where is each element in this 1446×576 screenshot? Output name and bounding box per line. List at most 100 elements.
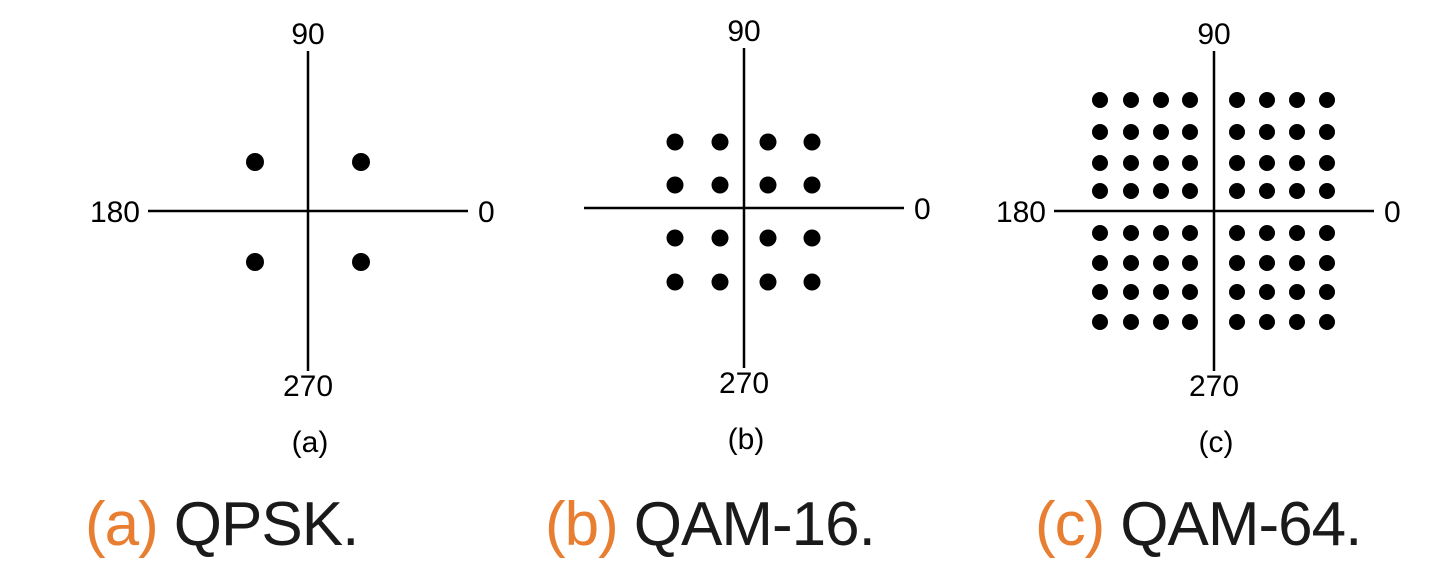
constellation-dot xyxy=(1092,92,1108,108)
axis-label-0: 0 xyxy=(914,193,931,226)
constellation-dot xyxy=(711,229,729,247)
caption-qam64: (c)QAM-64. xyxy=(1035,494,1362,556)
constellation-dot xyxy=(1289,92,1305,108)
constellation-dot xyxy=(1229,225,1245,241)
constellation-dot xyxy=(1182,314,1198,330)
constellation-dot xyxy=(1229,314,1245,330)
constellation-dot xyxy=(1289,183,1305,199)
axis-label-0: 0 xyxy=(478,196,495,229)
constellation-dot xyxy=(666,176,684,194)
constellation-dot xyxy=(1182,183,1198,199)
axis-label-180: 180 xyxy=(996,196,1046,229)
constellation-dot xyxy=(1319,183,1335,199)
constellation-dot xyxy=(352,153,370,171)
constellation-dot xyxy=(1259,284,1275,300)
constellation-dot xyxy=(1229,183,1245,199)
constellation-dot xyxy=(1092,314,1108,330)
constellation-dot xyxy=(1229,284,1245,300)
axis-label-0: 0 xyxy=(1384,196,1401,229)
constellation-dot xyxy=(1259,183,1275,199)
constellation-dot xyxy=(1123,225,1139,241)
constellation-dot xyxy=(1319,284,1335,300)
axis-label-180: 180 xyxy=(90,196,140,229)
constellation-dot xyxy=(1092,124,1108,140)
constellation-dot xyxy=(1229,92,1245,108)
diagram-sublabel: (c) xyxy=(1199,426,1234,459)
constellation-dot xyxy=(759,133,777,151)
constellation-dot xyxy=(666,133,684,151)
constellation-dot xyxy=(1259,92,1275,108)
constellation-dot xyxy=(1123,92,1139,108)
constellation-dot xyxy=(1289,255,1305,271)
constellation-dot xyxy=(1289,225,1305,241)
constellation-dot xyxy=(711,176,729,194)
axis-label-270: 270 xyxy=(283,370,333,403)
constellation-dot xyxy=(1123,124,1139,140)
constellation-dot xyxy=(1259,314,1275,330)
constellation-dot xyxy=(1259,155,1275,171)
constellation-dot xyxy=(803,176,821,194)
constellation-dot xyxy=(1123,314,1139,330)
constellation-dot xyxy=(1153,255,1169,271)
constellation-dot xyxy=(666,229,684,247)
caption-label-a: (a) xyxy=(85,490,159,559)
constellation-dot xyxy=(1319,92,1335,108)
axis-label-270: 270 xyxy=(719,367,769,400)
constellation-dot xyxy=(759,273,777,291)
caption-qpsk: (a)QPSK. xyxy=(85,494,359,556)
constellation-dot xyxy=(246,153,264,171)
constellation-dot xyxy=(1153,124,1169,140)
diagram-sublabel: (a) xyxy=(292,426,329,459)
constellation-dot xyxy=(1092,255,1108,271)
axis-label-90: 90 xyxy=(291,18,324,51)
caption-title-qpsk: QPSK. xyxy=(173,490,360,559)
constellation-dot xyxy=(1229,255,1245,271)
constellation-dot xyxy=(803,273,821,291)
constellation-dot xyxy=(1289,155,1305,171)
constellation-dot xyxy=(759,229,777,247)
constellation-dot xyxy=(1123,183,1139,199)
constellation-dot xyxy=(1319,225,1335,241)
constellation-dot xyxy=(759,176,777,194)
constellation-dot xyxy=(1182,284,1198,300)
constellation-dot xyxy=(1123,284,1139,300)
caption-label-b: (b) xyxy=(545,490,619,559)
constellation-dot xyxy=(1229,155,1245,171)
constellation-dot xyxy=(1092,183,1108,199)
constellation-dot xyxy=(1092,155,1108,171)
diagram-sublabel: (b) xyxy=(728,423,765,456)
constellation-dot xyxy=(1319,314,1335,330)
constellation-dot xyxy=(1153,183,1169,199)
constellation-dot xyxy=(1259,225,1275,241)
constellation-dot xyxy=(246,253,264,271)
caption-title-qam16: QAM-16. xyxy=(633,490,876,559)
constellation-dot xyxy=(1092,225,1108,241)
constellation-dot xyxy=(1289,124,1305,140)
constellation-dot xyxy=(1182,155,1198,171)
constellation-dot xyxy=(666,273,684,291)
caption-label-c: (c) xyxy=(1035,490,1105,559)
caption-title-qam64: QAM-64. xyxy=(1120,490,1362,559)
constellation-dot xyxy=(352,253,370,271)
constellation-dot xyxy=(1182,92,1198,108)
constellation-dot xyxy=(1259,124,1275,140)
constellation-dot xyxy=(1182,255,1198,271)
constellation-dot xyxy=(1153,155,1169,171)
constellation-dot xyxy=(1319,255,1335,271)
constellation-dot xyxy=(1259,255,1275,271)
constellation-dot xyxy=(1153,225,1169,241)
qpsk-constellation-diagram: 90 270 0 180 (a) xyxy=(90,18,495,459)
constellation-dot xyxy=(1289,314,1305,330)
constellation-dot xyxy=(1182,124,1198,140)
axis-label-90: 90 xyxy=(1197,18,1230,51)
caption-qam16: (b)QAM-16. xyxy=(545,494,876,556)
constellation-dot xyxy=(1123,255,1139,271)
constellation-dot xyxy=(1289,284,1305,300)
constellation-dot xyxy=(711,273,729,291)
constellation-dot xyxy=(803,133,821,151)
constellation-dot xyxy=(1092,284,1108,300)
constellation-dot xyxy=(1153,314,1169,330)
